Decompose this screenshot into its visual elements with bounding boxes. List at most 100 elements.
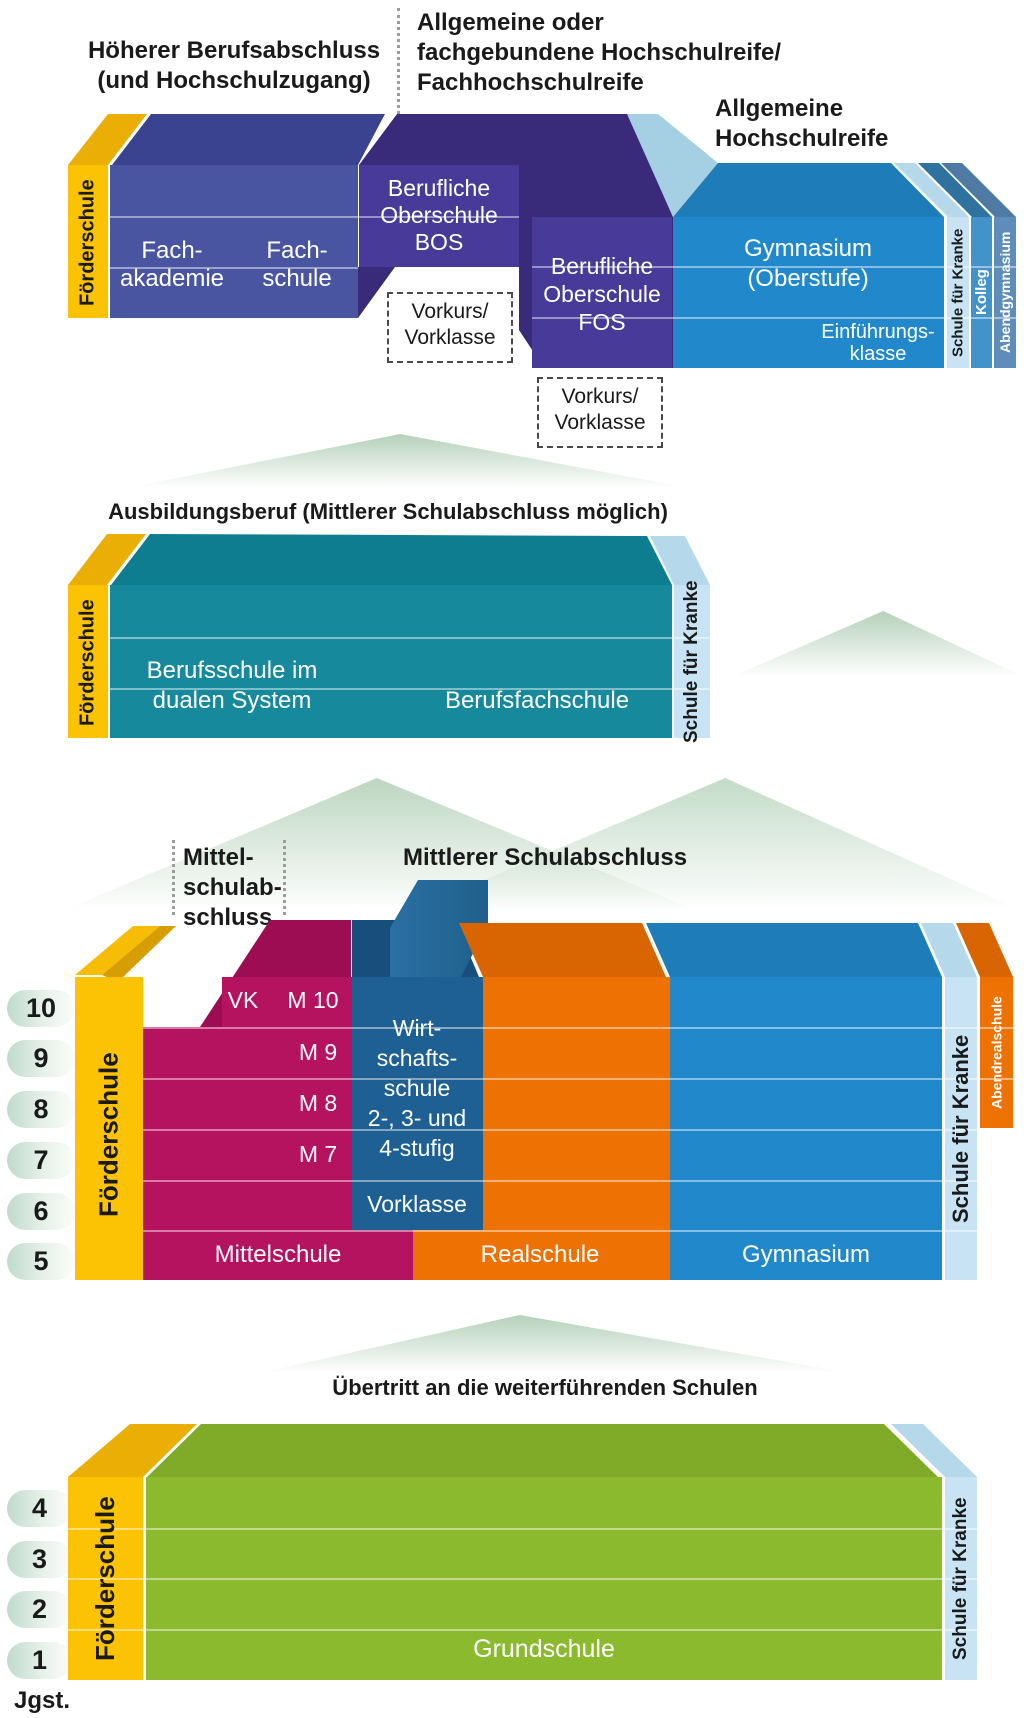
title-hochschulreife: Allgemeine oder [417,9,604,36]
grade-number: 10 [25,993,57,1023]
grade-separator [143,1027,1013,1029]
mittelschulabschluss-dotted-line-right [283,840,286,915]
berufsfachschule-label: Berufsfachschule [444,687,630,714]
fos-label-line3: FOS [578,309,626,335]
schule-fuer-kranke-label: Schule für Kranke [950,1497,971,1660]
grade-separator [143,1230,977,1232]
bos-label-line2: Oberschule [380,202,498,228]
title-hoeherer-berufsabschluss: Höherer Berufsabschluss [87,37,381,64]
berufsschule-berufsfachschule-block [110,585,672,738]
schule-fuer-kranke-strip [945,1477,977,1680]
mittelschulabschluss-label-line2: schulab- [183,874,282,901]
wirtschaftsschule-label-line2: schafts- [376,1045,458,1071]
einfuehrungsklasse-label-line2: klasse [849,343,907,365]
title-allgemeine-hochschulreife-line2: Hochschulreife [715,125,889,152]
realschule-label: Realschule [480,1241,600,1268]
grade-separator [143,1078,1013,1080]
gymnasium-oberstufe-label-line2: (Oberstufe) [747,265,869,292]
foerderschule-label: Förderschule [76,179,99,307]
grundschule-label: Grundschule [473,1635,615,1663]
grade-separator [143,1129,977,1131]
fos-label-line2: Oberschule [543,281,661,307]
mittelschule-block-row5 [143,1230,413,1280]
title-hochschulreife-line3: Fachhochschulreife [417,69,644,96]
bos-label-line3: BOS [414,229,464,255]
vorklasse-label: Vorklasse [404,326,496,349]
schule-fuer-kranke-strip [945,977,977,1280]
title-allgemeine-hochschulreife: Allgemeine [715,95,844,122]
foerderschule-label: Förderschule [93,1052,124,1218]
m7-label: M 7 [298,1141,338,1167]
realschule-block [483,977,670,1230]
kolleg-label: Kolleg [973,269,990,316]
bos-block [359,165,519,267]
title-hoeherer-berufsabschluss-line2: (und Hochschulzugang) [97,67,371,94]
grade-pill-10: 10 [7,990,75,1027]
abendgymnasium-strip [994,217,1016,368]
foerderschule-block [75,977,143,1280]
title-ausbildungsberuf: Ausbildungsberuf (Mittlerer Schulabschlu… [108,499,668,524]
grade-number: 4 [31,1493,48,1523]
grade-pill-3: 3 [7,1541,72,1578]
vorkurs-label: Vorkurs/ [411,300,489,323]
m10-label: M 10 [287,987,339,1013]
fachschule-label: Fach- [266,237,328,264]
fachakademie-fachschule-block [110,165,358,318]
mittelschulabschluss-dotted-line-left [172,840,175,915]
grade-separator [110,688,710,690]
grade-separator [110,267,358,269]
einfuehrungsklasse-label: Einführungs- [821,321,935,343]
fos-label: Berufliche [550,253,654,279]
grade-separator [68,1578,977,1580]
grade-pill-5: 5 [7,1243,75,1280]
vorklasse-label: Vorklasse [367,1191,467,1217]
grade-number: 8 [33,1094,49,1124]
grade-separator [532,317,1016,319]
abendrealschule-strip [980,977,1013,1128]
m8-label: M 8 [298,1090,338,1116]
fade-triangle [731,611,1024,677]
grade-pill-6: 6 [7,1193,75,1230]
realschule-block-row5 [413,1230,670,1280]
grade-separator [110,216,519,218]
vorklasse-label: Vorklasse [554,411,646,434]
grade-separator [143,1180,977,1182]
grade-separator [532,266,1016,268]
fade-triangle [260,1315,850,1373]
grade-pill-2: 2 [7,1591,72,1628]
grade-separator [68,1629,977,1631]
wirtschaftsschule-label-line4: 2-, 3- und [367,1105,467,1131]
mittelschule-block-row10 [222,977,352,1027]
schule-fuer-kranke-strip [674,585,710,738]
abendrealschule-label: Abendrealschule [988,996,1005,1109]
berufsschule-label: Berufsschule im [146,657,318,684]
grade-pill-8: 8 [7,1091,75,1128]
gymnasium-oberstufe-label: Gymnasium [743,235,873,262]
title-hochschulreife-line2: fachgebundene Hochschulreife/ [417,39,782,66]
grade-pill-7: 7 [7,1142,75,1179]
grundschule-block [146,1477,942,1680]
m9-label: M 9 [298,1039,338,1065]
mittelschulabschluss-label-line3: schluss [183,904,273,931]
wirtschaftsschule-label: Wirt- [392,1015,442,1041]
schule-fuer-kranke-label: Schule für Kranke [948,1034,973,1223]
grade-pill-9: 9 [7,1040,75,1077]
schule-fuer-kranke-strip [947,217,969,368]
vk-label: VK [227,987,259,1013]
grade-separator [110,637,710,639]
jgst-axis-label: Jgst. [14,1687,71,1714]
title-divider-dotted-line [397,8,400,114]
title-uebertritt: Übertritt an die weiterführenden Schulen [332,1375,758,1400]
schule-fuer-kranke-label: Schule für Kranke [681,580,702,743]
grade-number: 9 [33,1043,49,1073]
bos-label: Berufliche [387,175,491,201]
fos-block [532,217,672,368]
foerderschule-block [68,585,108,738]
vorkurs-vorklasse-box-fos [537,377,663,448]
mittelschule-block [143,1027,352,1230]
